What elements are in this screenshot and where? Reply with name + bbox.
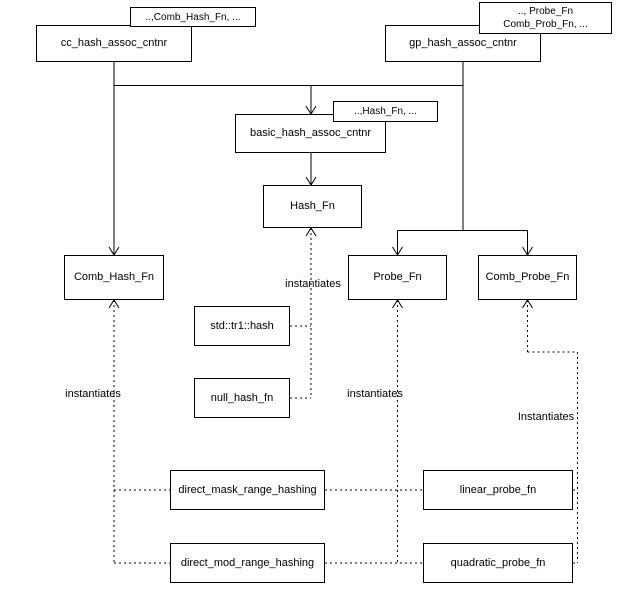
node-basic-hash-assoc-cntnr: basic_hash_assoc_cntnr [235,114,386,153]
arrowhead-probe-fn [392,299,403,309]
edge-gp-hash-branch [392,62,533,256]
param-gp-hash-line1: .., Probe_Fn [517,6,574,17]
edge-cc-hash-to-comb-hash-fn [108,62,120,256]
node-linear-probe-fn: linear_probe_fn [423,470,573,510]
node-hash-fn: Hash_Fn [263,185,362,228]
node-direct-mod-range-hashing: direct_mod_range_hashing [170,543,325,583]
node-comb-probe-fn: Comb_Probe_Fn [478,255,577,300]
arrowhead-comb-probe-fn [522,299,533,309]
label-instantiates-comb-probe-fn: Instantiates [517,411,575,423]
node-comb-hash-fn: Comb_Hash_Fn [64,255,164,300]
node-std-tr1-hash: std::tr1::hash [194,306,290,346]
param-box-cc-hash: ..,Comb_Hash_Fn, ... [130,7,256,27]
label-instantiates-hash-fn: instantiates [285,278,341,290]
edge-basic-hash-to-hash-fn [305,153,317,186]
node-quadratic-probe-fn: quadratic_probe_fn [423,543,573,583]
arrowhead-hash-fn [305,227,317,237]
param-gp-hash-line2: Comb_Prob_Fn, ... [503,19,588,30]
node-gp-hash-assoc-cntnr: gp_hash_assoc_cntnr [385,25,541,62]
param-box-gp-hash: .., Probe_Fn Comb_Prob_Fn, ... [479,2,612,34]
node-cc-hash-assoc-cntnr: cc_hash_assoc_cntnr [36,25,192,62]
edge-instantiates-hash-fn [290,228,312,399]
label-instantiates-comb-hash-fn: instantiates [65,388,121,400]
node-null-hash-fn: null_hash_fn [194,378,290,418]
node-direct-mask-range-hashing: direct_mask_range_hashing [170,470,325,510]
param-box-basic-hash: ..,Hash_Fn, ... [333,101,438,122]
edge-instantiates-probe-fn [325,300,423,564]
edge-instantiates-comb-probe-fn [527,300,578,564]
arrowhead-comb-hash-fn [108,299,120,309]
label-instantiates-probe-fn: instantiates [347,388,403,400]
node-probe-fn: Probe_Fn [348,255,447,300]
edge-instantiates-comb-hash-fn [113,300,170,564]
